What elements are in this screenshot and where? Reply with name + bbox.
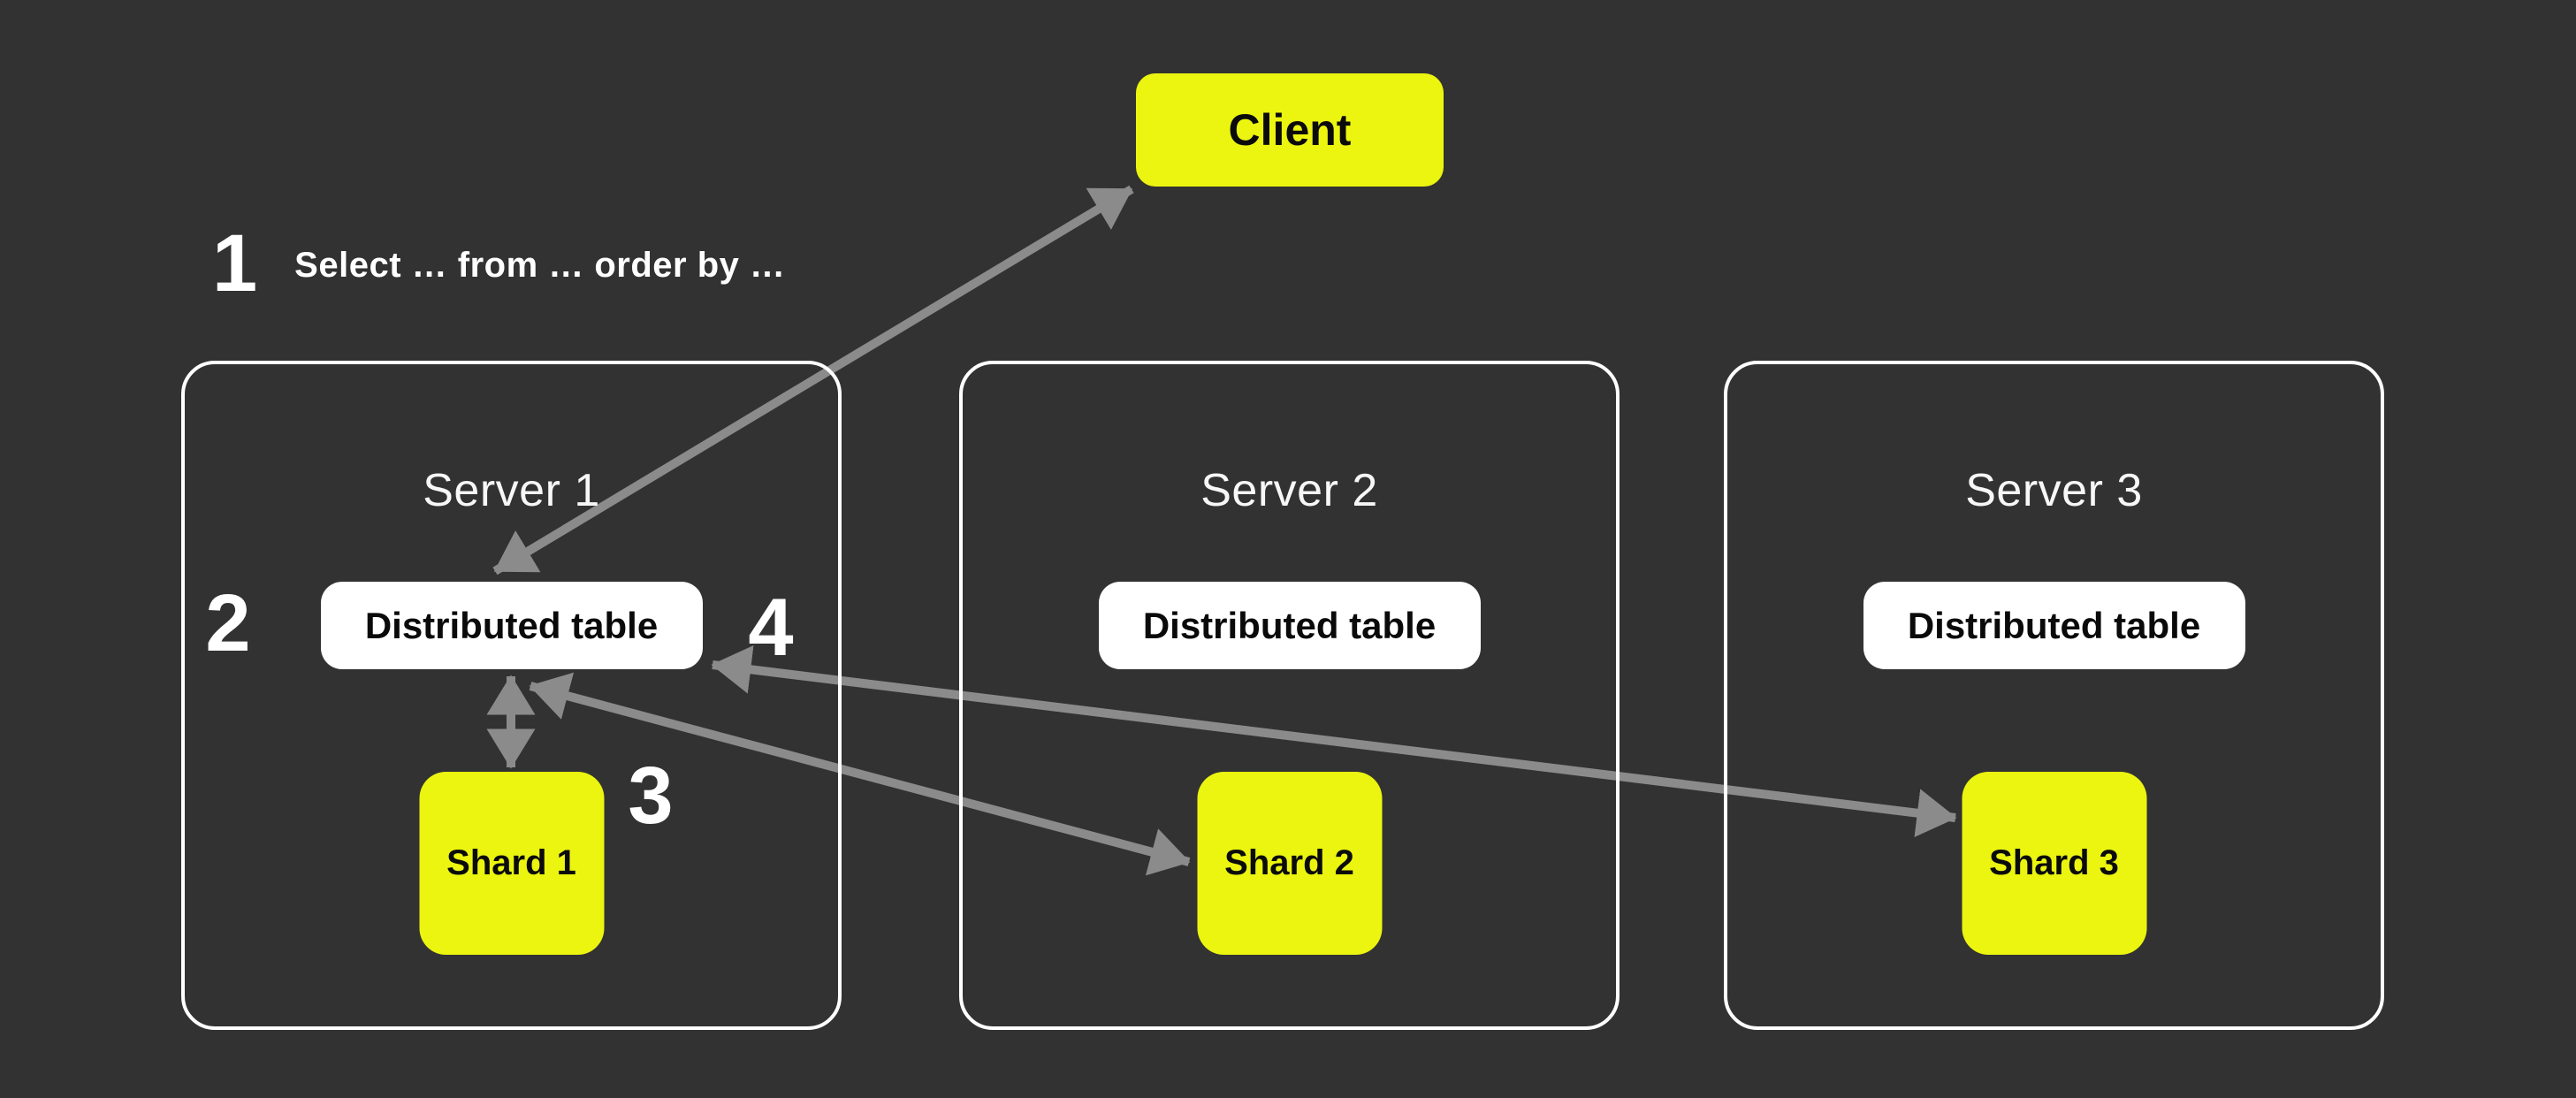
- server-1-distributed-table: Distributed table: [320, 582, 703, 669]
- step-3-number: 3: [628, 751, 674, 841]
- step-1-number: 1: [212, 218, 258, 309]
- server-1-shard: Shard 1: [419, 772, 604, 955]
- step-4-number: 4: [748, 583, 794, 673]
- client-node: Client: [1136, 73, 1444, 187]
- server-2-title: Server 2: [1200, 465, 1378, 517]
- server-1-distributed-table-label: Distributed table: [364, 604, 659, 646]
- server-3-shard: Shard 3: [1962, 772, 2146, 955]
- server-2-shard: Shard 2: [1197, 772, 1382, 955]
- server-3-shard-label: Shard 3: [1989, 843, 2119, 882]
- server-3-distributed-table: Distributed table: [1863, 582, 2245, 669]
- step-1-query-label: Select … from … order by …: [294, 245, 786, 285]
- server-2-distributed-table: Distributed table: [1098, 582, 1481, 669]
- server-2-shard-label: Shard 2: [1224, 843, 1354, 882]
- step-2-number: 2: [205, 578, 251, 668]
- server-2-box: Server 2 Distributed table Shard 2: [959, 361, 1620, 1030]
- server-1-box: Server 1 Distributed table Shard 1: [181, 361, 842, 1030]
- server-3-box: Server 3 Distributed table Shard 3: [1724, 361, 2384, 1030]
- client-label: Client: [1228, 105, 1352, 155]
- step-1-annotation: 1 Select … from … order by …: [212, 221, 786, 306]
- server-1-shard-label: Shard 1: [446, 843, 576, 882]
- server-1-title: Server 1: [423, 465, 600, 517]
- server-3-distributed-table-label: Distributed table: [1907, 604, 2201, 646]
- server-3-title: Server 3: [1965, 465, 2143, 517]
- server-2-distributed-table-label: Distributed table: [1142, 604, 1437, 646]
